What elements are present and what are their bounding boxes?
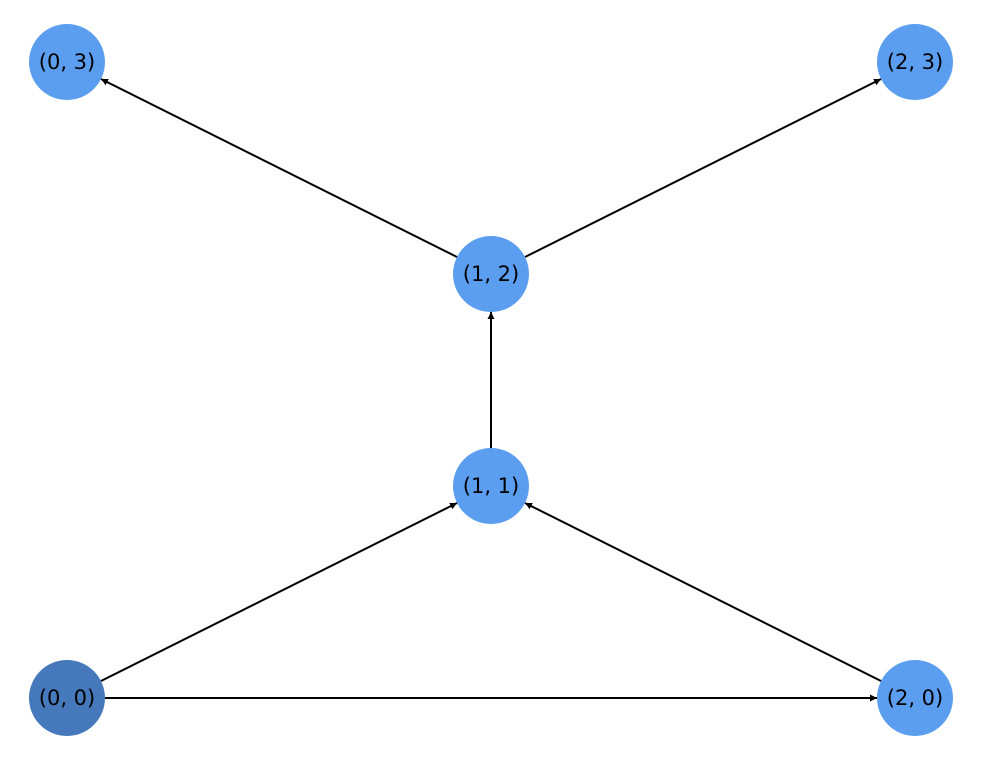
node-label: (2, 3): [887, 50, 943, 74]
node-circle: [453, 236, 529, 312]
graph-node-n03: (0, 3): [29, 24, 105, 100]
graph-node-n12: (1, 2): [453, 236, 529, 312]
node-circle: [877, 24, 953, 100]
graph-node-n20: (2, 0): [877, 660, 953, 736]
node-label: (0, 3): [39, 50, 95, 74]
edge-n12-to-n03: [100, 78, 458, 258]
graph-node-n23: (2, 3): [877, 24, 953, 100]
edge-n12-to-n23: [524, 78, 882, 258]
node-label: (2, 0): [887, 686, 943, 710]
nodes-layer: (0, 0) (2, 0) (1, 1) (1, 2) (0, 3) (2, 3): [29, 24, 953, 736]
node-label: (1, 1): [463, 474, 519, 498]
graph-node-n11: (1, 1): [453, 448, 529, 524]
node-circle: [29, 24, 105, 100]
edge-n00-to-n11: [100, 502, 458, 682]
edges-layer: [100, 78, 882, 702]
graph-node-n00: (0, 0): [29, 660, 105, 736]
node-label: (1, 2): [463, 262, 519, 286]
node-circle: [877, 660, 953, 736]
node-circle: [453, 448, 529, 524]
node-circle: [29, 660, 105, 736]
edge-n20-to-n11: [524, 502, 882, 682]
node-label: (0, 0): [39, 686, 95, 710]
